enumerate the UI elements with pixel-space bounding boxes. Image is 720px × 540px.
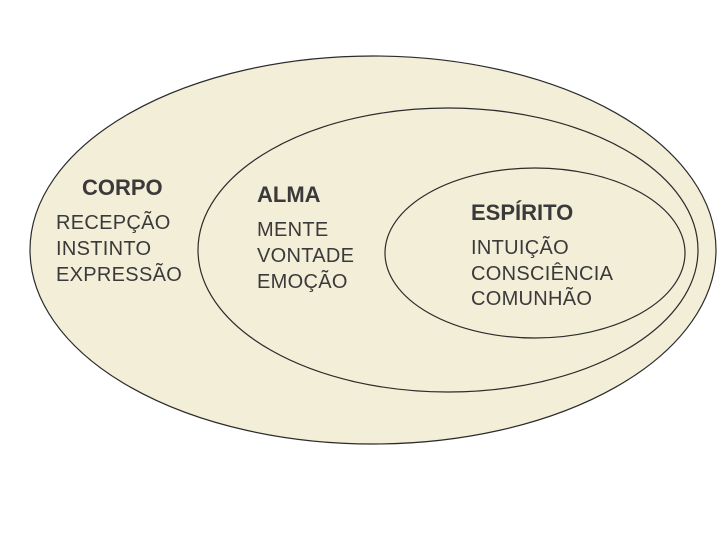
alma-group: ALMA MENTE VONTADE EMOÇÃO bbox=[257, 182, 354, 293]
alma-title: ALMA bbox=[257, 182, 321, 207]
corpo-title: CORPO bbox=[82, 175, 163, 200]
alma-item-mente: MENTE bbox=[257, 219, 329, 241]
espirito-item-comunhao: COMUNHÃO bbox=[471, 286, 592, 310]
espirito-group: ESPÍRITO INTUIÇÃO CONSCIÊNCIA COMUNHÃO bbox=[471, 200, 614, 310]
corpo-item-instinto: INSTINTO bbox=[56, 238, 151, 260]
corpo-item-recepcao: RECEPÇÃO bbox=[56, 210, 171, 234]
espirito-title: ESPÍRITO bbox=[471, 200, 573, 225]
espirito-ellipse bbox=[384, 167, 686, 339]
espirito-item-intuicao: INTUIÇÃO bbox=[471, 235, 569, 259]
alma-item-emocao: EMOÇÃO bbox=[257, 269, 348, 293]
alma-item-vontade: VONTADE bbox=[257, 245, 354, 267]
espirito-item-consciencia: CONSCIÊNCIA bbox=[471, 262, 614, 285]
corpo-group: CORPO RECEPÇÃO INSTINTO EXPRESSÃO bbox=[56, 175, 182, 286]
corpo-item-expressao: EXPRESSÃO bbox=[56, 262, 182, 286]
